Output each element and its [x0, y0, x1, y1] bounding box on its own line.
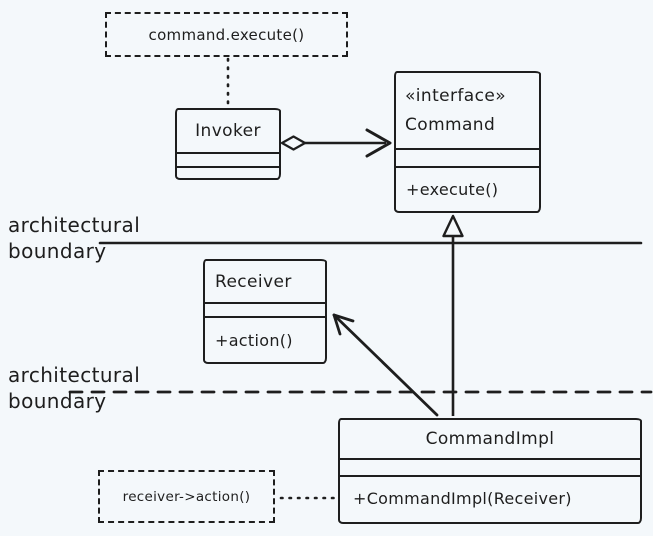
command-execute-note[interactable]: command.execute()	[105, 12, 348, 57]
class-command-method: +execute()	[396, 166, 539, 211]
class-invoker[interactable]: Invoker	[175, 108, 281, 180]
note-text: receiver->action()	[122, 488, 251, 505]
lower-boundary-label-line2: boundary	[8, 389, 107, 413]
class-commandimpl-attributes-empty	[340, 458, 640, 475]
upper-boundary-label-line2: boundary	[8, 239, 107, 263]
class-invoker-title: Invoker	[195, 121, 261, 141]
lower-boundary-label-line1: architectural	[8, 363, 141, 387]
class-receiver[interactable]: Receiver +action()	[203, 259, 327, 364]
aggregation-diamond-icon	[280, 135, 307, 151]
commandimpl-to-receiver-arrow[interactable]	[332, 313, 439, 417]
class-receiver-method: +action()	[205, 316, 325, 362]
class-invoker-methods-empty	[177, 166, 279, 178]
class-command-name: Command	[405, 115, 496, 135]
arrowhead-icon	[365, 128, 392, 158]
commandimpl-to-command-inheritance-arrow[interactable]	[442, 214, 464, 416]
invoker-to-command-aggregation-arrow[interactable]	[280, 128, 392, 158]
upper-boundary-label-line1: architectural	[8, 213, 141, 237]
class-commandimpl[interactable]: CommandImpl +CommandImpl(Receiver)	[338, 418, 642, 524]
class-commandimpl-title: CommandImpl	[425, 429, 555, 449]
class-command[interactable]: «interface» Command +execute()	[394, 71, 541, 213]
receiver-action-note[interactable]: receiver->action()	[98, 470, 275, 523]
hollow-triangle-arrowhead-icon	[442, 214, 464, 238]
class-command-title: «interface» Command	[396, 73, 539, 148]
class-commandimpl-method: +CommandImpl(Receiver)	[340, 475, 640, 520]
upper-boundary-label: architectural boundary	[8, 212, 140, 264]
class-command-attributes-empty	[396, 148, 539, 166]
class-command-stereotype: «interface»	[405, 86, 507, 106]
class-invoker-attributes-empty	[177, 152, 279, 166]
arrowhead-icon	[332, 313, 355, 336]
note-text: command.execute()	[148, 25, 305, 44]
class-receiver-attributes-empty	[205, 302, 325, 316]
lower-boundary-label: architectural boundary	[8, 362, 140, 414]
class-receiver-title: Receiver	[215, 271, 292, 292]
